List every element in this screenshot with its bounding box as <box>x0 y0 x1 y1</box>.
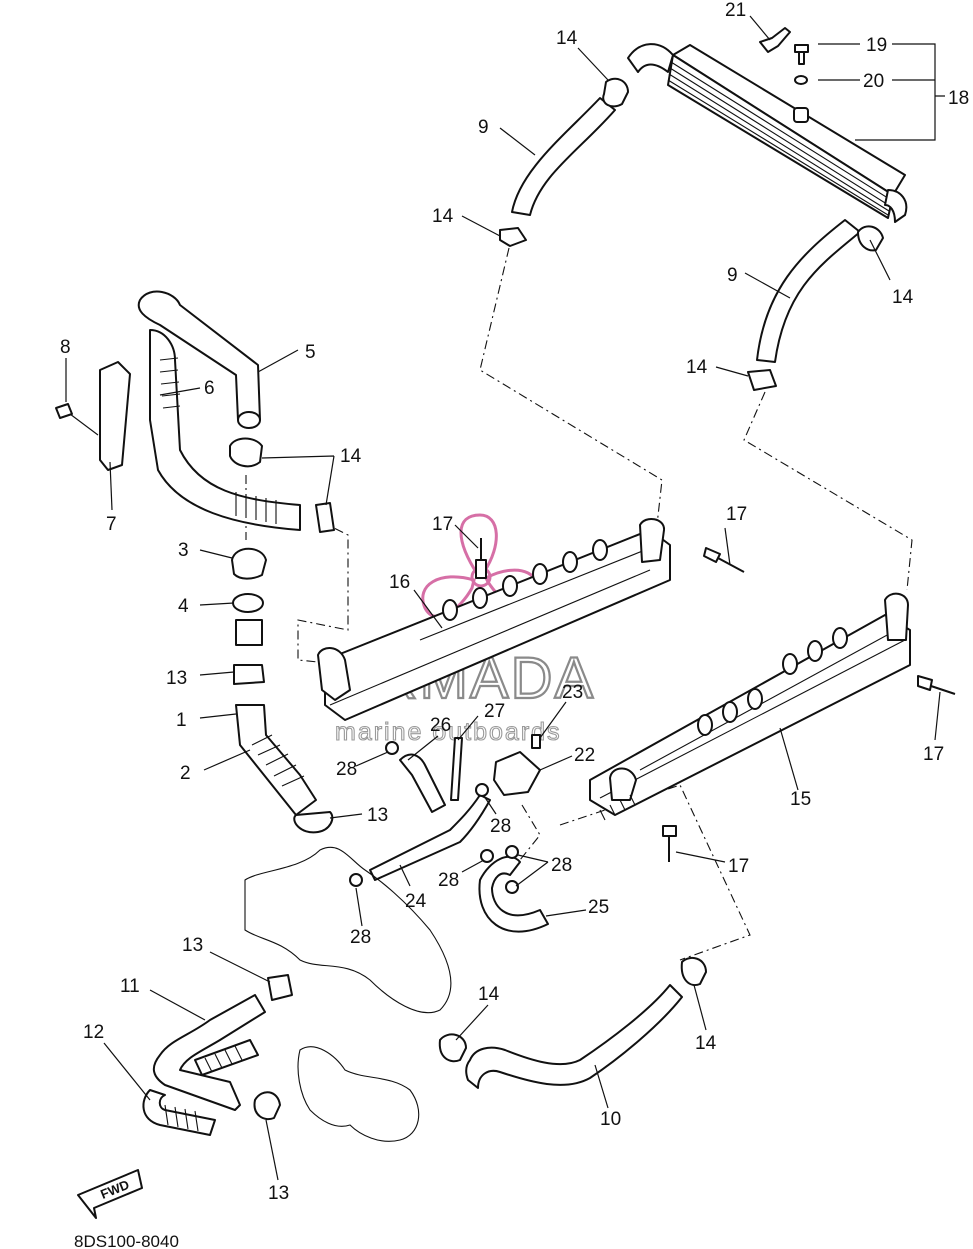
hose-10 <box>465 984 683 1089</box>
callout-21: 21 <box>725 0 746 21</box>
clamp-28-b <box>475 783 489 797</box>
callout-22: 22 <box>574 745 595 766</box>
clamp-13-d <box>253 1091 281 1120</box>
hose-25 <box>478 855 549 933</box>
bolt-23 <box>531 734 541 749</box>
callout-labels: 21 19 20 18 14 9 14 14 9 14 8 5 6 7 14 3… <box>60 0 969 1204</box>
pin-17-b <box>703 547 745 573</box>
callout-19: 19 <box>866 35 887 56</box>
engine-block-outline <box>244 846 452 1014</box>
clamp-14-b <box>499 227 527 247</box>
callout-1: 1 <box>176 710 187 731</box>
callout-28-a: 28 <box>336 759 357 780</box>
callout-24: 24 <box>405 891 427 912</box>
fitting-22 <box>493 751 541 796</box>
callout-18: 18 <box>948 88 969 109</box>
callout-14-f: 14 <box>478 984 500 1005</box>
thermostat-cover-3 <box>231 547 267 580</box>
callout-8: 8 <box>60 337 71 358</box>
callout-13-c: 13 <box>182 935 203 956</box>
bolt-19 <box>794 44 809 65</box>
callout-7: 7 <box>106 514 117 535</box>
callout-17-a: 17 <box>432 514 453 535</box>
callout-25: 25 <box>588 897 609 918</box>
manifold-16 <box>317 518 671 721</box>
clamp-14-g <box>438 1033 467 1063</box>
callout-9-b: 9 <box>727 265 738 286</box>
callout-17-c: 17 <box>923 744 944 765</box>
hose-24 <box>369 794 491 881</box>
clamp-13-a <box>233 664 265 685</box>
small-hose-group <box>349 734 549 933</box>
callout-23: 23 <box>562 682 583 703</box>
callout-20: 20 <box>863 71 884 92</box>
callout-6: 6 <box>204 378 215 399</box>
callout-17-d: 17 <box>728 856 749 877</box>
bolt-8 <box>55 403 73 419</box>
callout-28-d: 28 <box>438 870 459 891</box>
callout-5: 5 <box>305 342 316 363</box>
callout-14-a: 14 <box>556 28 578 49</box>
callout-28-b: 28 <box>490 816 511 837</box>
hose-9-lower <box>756 219 861 363</box>
rivet-21 <box>759 27 791 53</box>
cooler-assembly-18 <box>627 27 908 223</box>
pin-17-a <box>475 538 487 579</box>
fwd-arrow-icon: FWD <box>77 1169 143 1219</box>
clamp-13-b <box>293 811 334 834</box>
callout-11: 11 <box>120 976 140 997</box>
hose-6 <box>149 329 301 531</box>
hose-9-upper <box>511 97 616 216</box>
diagram-code: 8DS100-8040 <box>74 1232 179 1249</box>
callout-14-g: 14 <box>695 1033 717 1054</box>
manifold-15 <box>589 592 911 821</box>
callout-13-b: 13 <box>367 805 388 826</box>
clamp-28-d <box>505 845 519 859</box>
callout-14-d: 14 <box>686 357 708 378</box>
pin-17-d <box>662 825 677 862</box>
clamp-14-e <box>229 437 263 468</box>
callout-12: 12 <box>83 1022 104 1043</box>
callout-17-b: 17 <box>726 504 747 525</box>
callout-4: 4 <box>178 596 189 617</box>
left-hose-group <box>55 290 335 834</box>
clamp-14-h <box>680 956 707 986</box>
clamp-14-d <box>747 369 777 391</box>
engine-block-outline-lower <box>297 1046 420 1142</box>
clamp-13-c <box>267 974 293 1001</box>
callout-14-c: 14 <box>892 287 914 308</box>
washer-20 <box>794 75 808 85</box>
clamp-28-a <box>385 741 399 755</box>
callout-27: 27 <box>484 701 505 722</box>
callout-15: 15 <box>790 789 811 810</box>
clamp-28-e <box>505 880 519 894</box>
pin-17-c <box>917 675 956 695</box>
callout-3: 3 <box>178 540 189 561</box>
callout-26: 26 <box>430 715 451 736</box>
hose-11 <box>152 994 266 1111</box>
part-27 <box>450 737 463 801</box>
clamp-28-f <box>349 873 363 887</box>
clamp-28-c <box>480 849 494 863</box>
callout-14-b: 14 <box>432 206 454 227</box>
callout-28-c: 28 <box>551 855 572 876</box>
clamp-14-f <box>315 502 335 533</box>
watermark-tagline: marine outboards <box>335 718 562 746</box>
hose-11-corrugated <box>194 1039 259 1076</box>
callout-14-e: 14 <box>340 446 362 467</box>
bracket-7 <box>99 361 131 471</box>
callout-2: 2 <box>180 763 191 784</box>
callout-16: 16 <box>389 572 410 593</box>
thermostat-4 <box>232 593 264 613</box>
clamp-14-a <box>602 77 629 108</box>
callout-10: 10 <box>600 1109 621 1130</box>
callout-13-a: 13 <box>166 668 187 689</box>
hose-26 <box>399 753 446 813</box>
clamp-14-c <box>857 225 884 252</box>
callout-9-a: 9 <box>478 117 489 138</box>
callout-28-e: 28 <box>350 927 371 948</box>
callout-13-d: 13 <box>268 1183 289 1204</box>
leader-lines <box>65 15 945 1181</box>
